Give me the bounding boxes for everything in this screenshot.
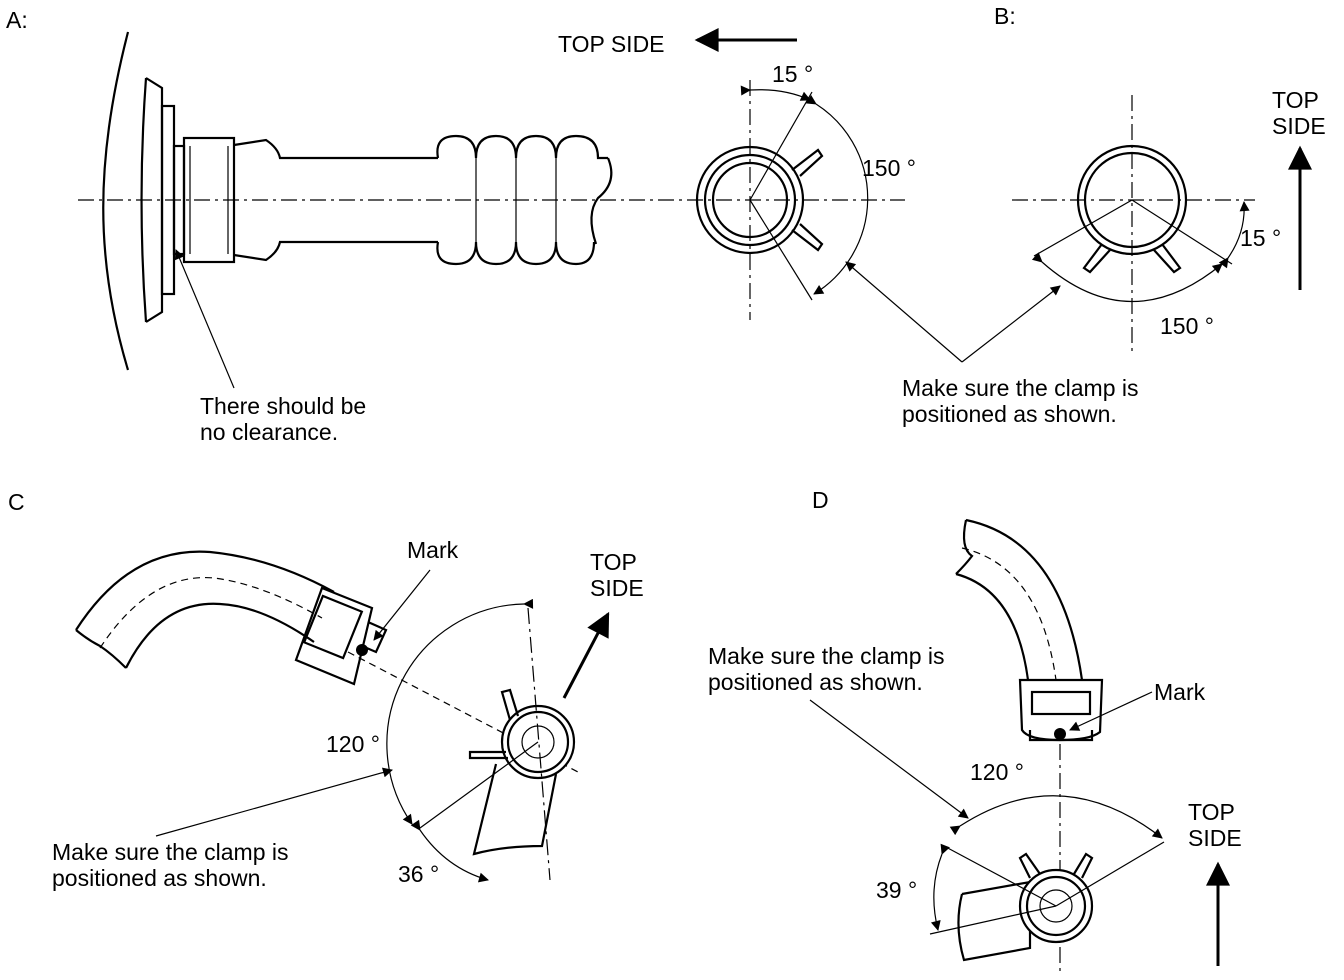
panel-a-label: A: xyxy=(6,7,28,33)
panel-d-angle-120: 120 ° xyxy=(970,759,1024,785)
panel-c: C Mark 120 ° 36 xyxy=(8,489,644,891)
panel-b-side-label: SIDE xyxy=(1272,113,1326,139)
panel-b-angle-150-arc xyxy=(1031,252,1223,302)
panel-d-note-leader xyxy=(809,699,969,819)
panel-b-note-line-1: Make sure the clamp is xyxy=(902,375,1138,401)
panel-c-mark-leader xyxy=(373,569,431,641)
panel-c-angle-36-arc xyxy=(410,819,489,883)
panel-d-mark-dot xyxy=(1054,728,1066,740)
panel-d-angle-39-arc xyxy=(930,843,950,931)
housing xyxy=(102,31,186,371)
panel-d-side-label: SIDE xyxy=(1188,825,1242,851)
panel-c-mark-dot xyxy=(356,644,368,656)
panel-a-clamp-end-view: 15 ° 150 ° xyxy=(695,61,916,320)
panel-d: D Mark 120 ° xyxy=(708,487,1242,972)
panel-b-angle-15: 15 ° xyxy=(1240,225,1281,251)
panel-b-angle-150: 150 ° xyxy=(1160,313,1214,339)
panel-c-label: C xyxy=(8,489,25,515)
panel-a-angle-15: 15 ° xyxy=(772,61,813,87)
panel-c-mark-label: Mark xyxy=(407,537,459,563)
no-clearance-leader xyxy=(174,249,235,389)
panel-b-note-line-2: positioned as shown. xyxy=(902,401,1117,427)
no-clearance-note-line-2: no clearance. xyxy=(200,419,338,445)
panel-c-bent-hose xyxy=(75,550,388,686)
panel-b: B: TOP SIDE 15 ° 150 ° Make sure the cla… xyxy=(845,3,1326,427)
panel-c-clamp-end-view: 120 ° 36 ° xyxy=(326,598,576,887)
panel-a: A: TOP SIDE xyxy=(6,7,916,445)
panel-c-side-label: SIDE xyxy=(590,575,644,601)
panel-b-label: B: xyxy=(994,3,1016,29)
panel-c-note-line-2: positioned as shown. xyxy=(52,865,267,891)
angle-15-arc xyxy=(740,85,811,101)
panel-a-top-side-label: TOP SIDE xyxy=(558,31,665,57)
panel-b-top-label: TOP xyxy=(1272,87,1319,113)
panel-b-angle-15-arc xyxy=(1218,201,1250,269)
panel-d-top-label: TOP xyxy=(1188,799,1235,825)
panel-d-label: D xyxy=(812,487,829,513)
panel-c-note-leader xyxy=(155,767,393,837)
panel-c-angle-36: 36 ° xyxy=(398,861,439,887)
panel-a-angle-150: 150 ° xyxy=(862,155,916,181)
panel-d-note-line-2: positioned as shown. xyxy=(708,669,923,695)
panel-d-note-line-1: Make sure the clamp is xyxy=(708,643,944,669)
panel-c-angle-120-arc xyxy=(386,598,534,825)
panel-ab-clamp-note: Make sure the clamp is positioned as sho… xyxy=(845,261,1138,427)
panel-b-clamp-end-view: 15 ° 150 ° xyxy=(1012,95,1281,355)
panel-d-bent-hose xyxy=(955,518,1104,742)
panel-d-angle-39: 39 ° xyxy=(876,877,917,903)
angle-150-arc xyxy=(805,94,869,295)
panel-c-note-line-1: Make sure the clamp is xyxy=(52,839,288,865)
panel-c-top-side-arrow xyxy=(562,611,610,699)
panel-c-angle-120: 120 ° xyxy=(326,731,380,757)
no-clearance-note-line-1: There should be xyxy=(200,393,366,419)
panel-d-mark-label: Mark xyxy=(1154,679,1206,705)
panel-d-clamp-end-view: 120 ° 39 ° xyxy=(876,759,1165,962)
panel-c-top-label: TOP xyxy=(590,549,637,575)
panel-d-angle-120-arc xyxy=(949,795,1163,839)
panel-d-mark-leader xyxy=(1069,691,1153,731)
